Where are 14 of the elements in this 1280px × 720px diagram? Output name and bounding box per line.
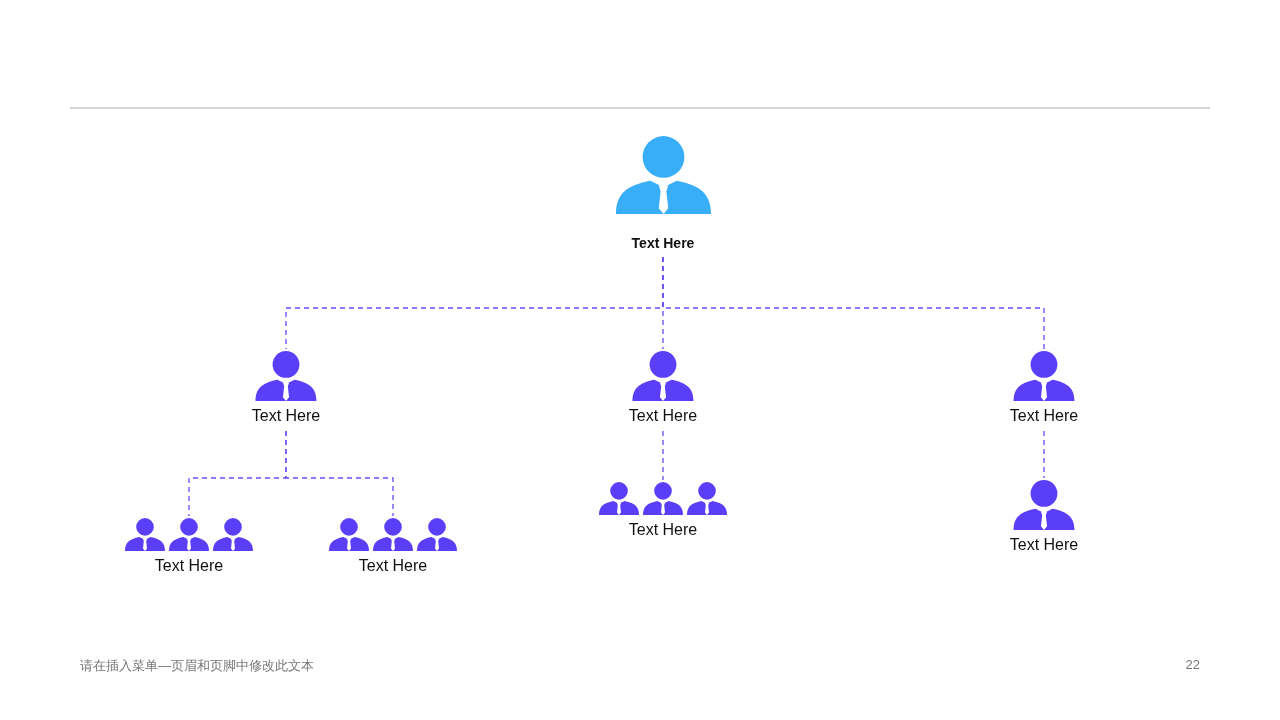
- node-label: Text Here: [628, 407, 698, 425]
- connector-line: [1043, 430, 1045, 479]
- node-label: Text Here: [251, 407, 321, 425]
- node-label: Text Here: [1009, 407, 1079, 425]
- node-label: Text Here: [631, 235, 695, 251]
- node-label: Text Here: [1009, 536, 1079, 554]
- node-label: Text Here: [358, 557, 428, 575]
- node-label: Text Here: [628, 521, 698, 539]
- connector-line: [662, 430, 664, 481]
- connector-line: [285, 430, 394, 517]
- page-number: 22: [1185, 657, 1200, 672]
- connector-line: [662, 256, 1045, 350]
- footer-note: 请在插入菜单—页眉和页脚中修改此文本: [80, 657, 314, 675]
- node-label: Text Here: [154, 557, 224, 575]
